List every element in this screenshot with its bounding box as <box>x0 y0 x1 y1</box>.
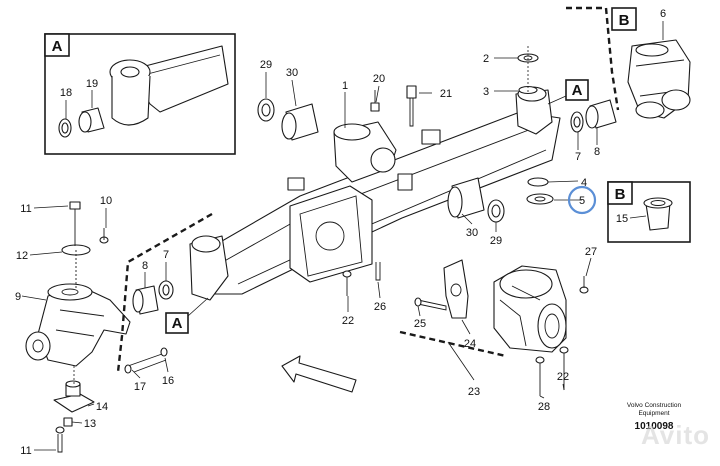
bolt-25 <box>414 297 447 311</box>
callout-22-left: 22 <box>342 315 354 327</box>
callout-4: 4 <box>581 177 587 189</box>
bolts-16-17 <box>124 347 168 374</box>
callout-6: 6 <box>660 8 666 20</box>
callout-labels: 1 2 3 4 5 6 7 7 8 8 9 10 11 11 12 13 14 … <box>15 8 666 457</box>
left-pivot-bracket <box>189 235 229 301</box>
callout-3: 3 <box>483 86 489 98</box>
bolt-11-top <box>69 201 81 246</box>
callout-1: 1 <box>342 80 348 92</box>
inset-b-lower: B <box>607 181 691 243</box>
callout-27: 27 <box>585 246 597 258</box>
bolt-22-left <box>342 270 352 296</box>
axle-beam <box>189 86 561 301</box>
callout-5: 5 <box>579 195 585 207</box>
dash-left-knuckle <box>116 212 213 373</box>
callout-19: 19 <box>86 78 98 90</box>
callout-8-right: 8 <box>594 146 600 158</box>
callout-5-highlight <box>567 185 597 215</box>
callout-10: 10 <box>100 195 112 207</box>
callout-25: 25 <box>414 318 426 330</box>
bushing-8-left <box>132 285 159 315</box>
callout-14: 14 <box>96 401 108 413</box>
callout-29-top: 29 <box>260 59 272 71</box>
drawing-footer: Volvo Construction Equipment 1010098 <box>612 402 696 432</box>
callout-15: 15 <box>616 213 628 225</box>
inset-b-lower-letter: B <box>615 186 626 203</box>
callout-11-top: 11 <box>20 203 31 215</box>
callout-22-right: 22 <box>557 371 569 383</box>
inset-a: A <box>44 33 236 155</box>
callout-7-left: 7 <box>163 249 169 261</box>
inset-a-letter: A <box>52 38 63 55</box>
callout-28: 28 <box>538 401 550 413</box>
callout-7-right: 7 <box>575 151 581 163</box>
bolt-20 <box>370 90 380 112</box>
callout-30-top: 30 <box>286 67 298 79</box>
leader-lines <box>21 21 664 451</box>
ref-a-left: A <box>165 297 209 334</box>
pin-26 <box>375 262 381 281</box>
bolt-11-bottom <box>55 426 65 453</box>
washer-4 <box>527 177 549 187</box>
callout-9: 9 <box>15 291 21 303</box>
footer-company-line1: Volvo Construction <box>626 402 682 409</box>
left-knuckle <box>25 283 131 367</box>
callout-13: 13 <box>84 418 96 430</box>
callout-29-lower: 29 <box>490 235 502 247</box>
svg-text:A: A <box>572 82 583 99</box>
bolt-28-22 <box>535 346 569 396</box>
callout-20: 20 <box>373 73 385 85</box>
hub-housing <box>493 265 567 353</box>
callout-24: 24 <box>464 338 476 350</box>
washer-7-left <box>158 280 174 300</box>
callout-21: 21 <box>440 88 452 100</box>
callout-18: 18 <box>60 87 72 99</box>
callout-11-bottom: 11 <box>20 445 31 457</box>
dash-hub-bracket <box>399 330 507 358</box>
bushing-30-lower <box>447 177 485 219</box>
callout-26: 26 <box>374 301 386 313</box>
bushing-30-top <box>281 103 319 141</box>
bolt-21 <box>406 85 417 127</box>
callout-8-left: 8 <box>142 260 148 272</box>
drawing-code: 1010098 <box>634 421 674 432</box>
inset-b-top: B <box>566 6 691 133</box>
watermark: Avito <box>640 420 710 450</box>
svg-text:A: A <box>172 315 183 332</box>
callout-12: 12 <box>16 250 28 262</box>
callout-17: 17 <box>134 381 146 393</box>
callout-30-lower: 30 <box>466 227 478 239</box>
ref-a-right: A <box>547 79 589 105</box>
washer-29-lower <box>487 199 505 223</box>
washer-5 <box>526 193 554 205</box>
direction-arrow <box>281 355 357 393</box>
callout-23: 23 <box>468 386 480 398</box>
inset-b-top-letter: B <box>619 12 630 29</box>
callout-2: 2 <box>483 53 489 65</box>
plate-14 <box>53 380 95 413</box>
callout-16: 16 <box>162 375 174 387</box>
footer-company-line2: Equipment <box>638 410 670 417</box>
bolt-10 <box>99 228 109 244</box>
bolt-27 <box>579 276 589 294</box>
washer-29-top <box>257 98 275 122</box>
bolt-13 <box>63 417 73 427</box>
plate-12 <box>61 244 91 290</box>
centre-housing <box>289 185 373 283</box>
bracket-24 <box>443 259 469 319</box>
